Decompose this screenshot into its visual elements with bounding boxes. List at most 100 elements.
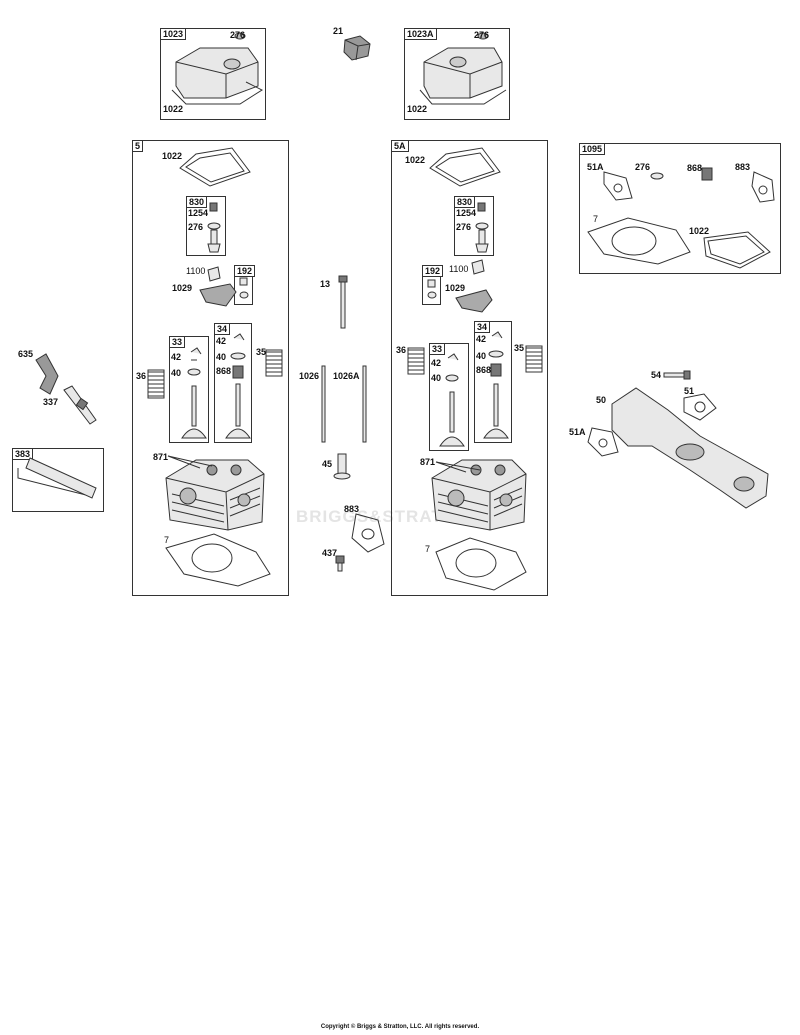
intake-valve-left bbox=[181, 347, 207, 439]
part-label-1026a: 1026A bbox=[333, 371, 360, 381]
valve-spring-right-35 bbox=[525, 345, 543, 373]
push-rod-guide-right bbox=[471, 259, 485, 275]
part-label-40: 40 bbox=[171, 368, 182, 378]
gasket-51 bbox=[683, 393, 717, 421]
group-1095-frame bbox=[579, 143, 781, 274]
part-label-337: 337 bbox=[43, 397, 59, 407]
watermark: BRIGGS&STRATTON bbox=[296, 507, 482, 526]
part-label-1026: 1026 bbox=[299, 371, 320, 381]
valve-cover-1023a bbox=[419, 32, 507, 105]
part-label-1100: 1100 bbox=[449, 264, 469, 274]
group-5a-frame bbox=[391, 140, 548, 596]
exhaust-valve-right bbox=[483, 331, 509, 439]
bolt-54 bbox=[663, 370, 691, 380]
group-34-right-tag: 34 bbox=[474, 321, 491, 333]
group-1023-frame bbox=[160, 28, 266, 120]
part-label-871: 871 bbox=[153, 452, 169, 462]
part-label-42: 42 bbox=[216, 336, 227, 346]
push-rod-1026a bbox=[362, 365, 367, 443]
group-5a-tag: 5A bbox=[391, 140, 409, 152]
part-label-21: 21 bbox=[333, 26, 344, 36]
part-label-45: 45 bbox=[322, 459, 333, 469]
part-label-1022: 1022 bbox=[405, 155, 426, 165]
intake-valve-right bbox=[439, 353, 465, 447]
group-1023a-tag: 1023A bbox=[404, 28, 437, 40]
valve-spring-left-36 bbox=[147, 369, 165, 399]
part-label-1029: 1029 bbox=[172, 283, 193, 293]
part-label-42: 42 bbox=[431, 358, 442, 368]
spark-plug-boot-635 bbox=[35, 353, 59, 395]
head-gasket-left bbox=[165, 533, 271, 587]
push-rod-guide-left bbox=[207, 266, 221, 282]
part-label-871: 871 bbox=[420, 457, 436, 467]
part-label-40: 40 bbox=[431, 373, 442, 383]
part-label-1029: 1029 bbox=[445, 283, 466, 293]
part-label-868: 868 bbox=[687, 163, 703, 173]
part-label-276: 276 bbox=[456, 222, 472, 232]
part-label-40: 40 bbox=[476, 351, 487, 361]
group-830-right-tag: 830 bbox=[454, 196, 476, 208]
rocker-gasket-right bbox=[429, 147, 501, 187]
part-label-35: 35 bbox=[514, 343, 525, 353]
rocker-arm-left bbox=[199, 283, 237, 307]
part-label-50: 50 bbox=[596, 395, 607, 405]
cylinder-head-right bbox=[431, 459, 527, 531]
part-label-7: 7 bbox=[164, 535, 170, 545]
tool-383 bbox=[17, 457, 97, 499]
spark-plug-337 bbox=[63, 385, 97, 425]
oil-cap-21 bbox=[343, 35, 371, 61]
gasket-51a-lower bbox=[587, 427, 619, 457]
group-383-frame bbox=[12, 448, 104, 512]
group-34-left-frame bbox=[214, 323, 252, 443]
rocker-gasket-left bbox=[179, 147, 251, 187]
part-label-13: 13 bbox=[320, 279, 331, 289]
part-label-42: 42 bbox=[476, 334, 487, 344]
rocker-stud-right bbox=[475, 202, 489, 253]
group-383-tag: 383 bbox=[12, 448, 34, 460]
copyright-notice: Copyright © Briggs & Stratton, LLC. All … bbox=[320, 1024, 480, 1030]
part-label-276: 276 bbox=[188, 222, 204, 232]
group-830-left-tag: 830 bbox=[186, 196, 208, 208]
kit-washer-276 bbox=[650, 172, 664, 180]
part-label-276: 276 bbox=[635, 162, 651, 172]
part-label-36: 36 bbox=[396, 345, 407, 355]
push-rod-1026 bbox=[321, 365, 326, 443]
rocker-arm-right bbox=[455, 289, 493, 313]
part-label-40: 40 bbox=[216, 352, 227, 362]
part-label-54: 54 bbox=[651, 370, 662, 380]
group-1095-tag: 1095 bbox=[579, 143, 606, 155]
adjuster-192-right bbox=[427, 279, 437, 299]
group-33-right-frame bbox=[429, 343, 469, 451]
part-label-51: 51 bbox=[684, 386, 695, 396]
part-label-1022: 1022 bbox=[162, 151, 183, 161]
part-label-1254: 1254 bbox=[456, 208, 477, 218]
part-label-883: 883 bbox=[344, 504, 360, 514]
part-label-276: 276 bbox=[474, 30, 490, 40]
head-bolt-13 bbox=[338, 275, 348, 329]
group-1023-tag: 1023 bbox=[160, 28, 187, 40]
group-33-left-tag: 33 bbox=[169, 336, 186, 348]
part-label-35: 35 bbox=[256, 347, 267, 357]
bolt-437 bbox=[335, 555, 345, 572]
gasket-883 bbox=[351, 513, 385, 553]
exhaust-valve-left bbox=[225, 333, 251, 439]
part-label-1022: 1022 bbox=[689, 226, 710, 236]
part-label-883: 883 bbox=[735, 162, 751, 172]
part-label-7: 7 bbox=[593, 214, 599, 224]
group-192-left-tag: 192 bbox=[234, 265, 256, 277]
kit-gasket-1022 bbox=[703, 231, 771, 269]
group-5-tag: 5 bbox=[132, 140, 144, 152]
part-label-51a: 51A bbox=[569, 427, 586, 437]
kit-gasket-51a bbox=[603, 171, 633, 201]
valve-spring-right-36 bbox=[407, 347, 425, 375]
group-33-left-frame bbox=[169, 336, 209, 443]
group-1023a-frame bbox=[404, 28, 510, 120]
part-label-7: 7 bbox=[425, 544, 431, 554]
part-label-868: 868 bbox=[476, 365, 492, 375]
part-label-1022: 1022 bbox=[163, 104, 184, 114]
part-label-36: 36 bbox=[136, 371, 147, 381]
part-label-276: 276 bbox=[230, 30, 246, 40]
valve-cover-1023 bbox=[171, 32, 264, 105]
group-34-left-tag: 34 bbox=[214, 323, 231, 335]
